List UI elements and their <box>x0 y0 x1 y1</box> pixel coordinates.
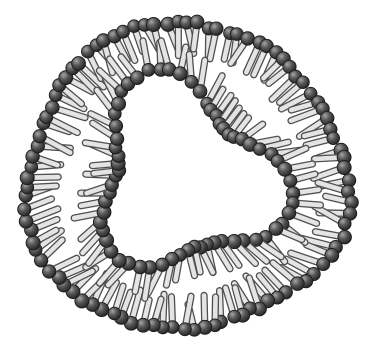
lipid-head <box>173 67 187 81</box>
lipid-head <box>338 217 351 230</box>
lipid-head <box>337 161 351 175</box>
lipid-head <box>253 143 266 156</box>
lipid-head <box>291 277 305 291</box>
lipid-head <box>178 323 191 336</box>
lipid-head <box>108 307 121 320</box>
lipid-head <box>110 132 123 145</box>
inner-leaflet <box>74 41 320 298</box>
lipid-head <box>193 85 207 99</box>
lipid-head <box>26 236 40 250</box>
lipid-head <box>19 215 33 229</box>
lipid-head <box>142 63 155 76</box>
lipid-head <box>109 119 122 132</box>
lipid-head <box>46 101 60 115</box>
lipid-head <box>111 97 125 111</box>
lipid-head <box>156 258 169 271</box>
lipid-head <box>228 310 241 323</box>
inner-lipid <box>284 174 315 187</box>
lipid-head <box>18 203 31 216</box>
outer-lipid <box>178 296 191 335</box>
lipid-head <box>317 258 330 271</box>
lipid-head <box>136 318 150 332</box>
lipid-head <box>278 162 292 176</box>
lipid-head <box>33 130 46 143</box>
lipid-head <box>130 71 144 85</box>
outer-lipid <box>190 15 204 49</box>
outer-lipid <box>210 22 223 59</box>
lipid-head <box>43 265 56 278</box>
lipid-head <box>241 32 254 45</box>
lipid-head <box>327 132 340 145</box>
lipid-head <box>210 22 223 35</box>
lipid-head <box>190 15 204 29</box>
lipid-head <box>297 76 310 89</box>
outer-lipid <box>326 196 359 209</box>
lipid-head <box>72 57 86 71</box>
lipid-head <box>146 17 160 31</box>
